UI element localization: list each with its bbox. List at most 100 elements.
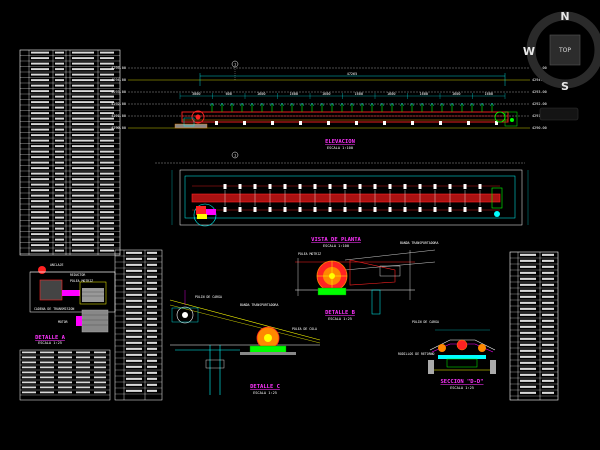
table-cell-text <box>542 259 554 262</box>
wcs-menu-button[interactable] <box>539 107 579 121</box>
label-reductor: REDUCTOR <box>70 273 85 277</box>
table-cell-text <box>76 371 90 374</box>
compass-north[interactable]: N <box>560 10 569 23</box>
table-cell-text <box>100 101 114 104</box>
table-cell-text <box>22 391 36 394</box>
table-cell-text <box>22 386 36 389</box>
idler-head <box>299 102 305 107</box>
table-cell-text <box>520 367 536 370</box>
table-cell-text <box>147 311 157 314</box>
table-cell-text <box>72 227 94 230</box>
table-cell-text <box>126 335 142 338</box>
idler-head <box>219 102 225 107</box>
plan-idler-bottom <box>373 207 377 212</box>
label-cadena: CADENA DE TRANSMISION <box>34 307 74 311</box>
table-cell-text <box>72 211 94 214</box>
table-cell-text <box>147 275 157 278</box>
detail-c: POLIN DE CARGA BANDA TRANSPORTADORA POLE… <box>169 290 321 395</box>
elevation-level-right: 4292.00 <box>532 102 547 106</box>
table-cell-text <box>76 386 90 389</box>
table-cell-text <box>126 329 142 332</box>
table-cell-text <box>55 139 64 142</box>
section-dd-title: SECCION "D-D" <box>440 379 483 385</box>
table-cell-text <box>72 205 94 208</box>
table-cell-text <box>72 112 94 115</box>
table-cell-text <box>55 51 64 54</box>
table-cell-text <box>147 365 157 368</box>
table-cell-text <box>31 112 49 115</box>
table-cell-text <box>542 307 554 310</box>
table-cell-text <box>55 117 64 120</box>
support-leg <box>215 121 218 125</box>
plan-idler-top <box>253 184 257 189</box>
overall-dimension: 47265 <box>347 72 358 76</box>
table-cell-text <box>542 349 554 352</box>
segment-dimension: 1600 <box>420 92 428 96</box>
plan-idler-bottom <box>298 207 302 212</box>
table-cell-text <box>72 57 94 60</box>
table-cell-text <box>126 281 142 284</box>
table-cell-text <box>40 376 54 379</box>
table-cell-text <box>72 183 94 186</box>
table-cell-text <box>55 200 64 203</box>
table-cell-text <box>542 391 554 394</box>
table-cell-text <box>100 183 114 186</box>
table-cell-text <box>55 101 64 104</box>
elevation-title: ELEVACION <box>325 139 355 145</box>
table-cell-text <box>100 211 114 214</box>
table-cell-text <box>100 123 114 126</box>
plan-idler-top <box>298 184 302 189</box>
table-cell-text <box>100 156 114 159</box>
table-cell-text <box>100 233 114 236</box>
support-leg <box>495 121 498 125</box>
table-cell-text <box>40 386 54 389</box>
table-cell-text <box>55 150 64 153</box>
table-cell-text <box>126 299 142 302</box>
table-cell-text <box>31 183 49 186</box>
plan-idler-bottom <box>283 207 287 212</box>
table-cell-text <box>147 323 157 326</box>
label-polea-cola: POLEA DE COLA <box>292 327 317 331</box>
table-cell-text <box>520 307 536 310</box>
support-leg <box>355 121 358 125</box>
idler-head <box>329 102 335 107</box>
table-cell-text <box>126 365 142 368</box>
viewcube-navigation[interactable]: TOP N S W <box>523 10 600 121</box>
table-cell-text <box>40 351 54 354</box>
table-cell-text <box>72 161 94 164</box>
plan-marker: 1 <box>234 154 236 158</box>
table-cell-text <box>542 331 554 334</box>
table-cell-text <box>100 200 114 203</box>
table-cell-text <box>520 355 536 358</box>
plan-view: 1 <box>155 151 529 227</box>
table-cell-text <box>520 295 536 298</box>
table-cell-text <box>55 238 64 241</box>
table-cell-text <box>31 244 49 247</box>
plan-idler-top <box>373 184 377 189</box>
viewcube-top-face[interactable] <box>549 34 581 66</box>
table-cell-text <box>40 356 54 359</box>
table-cell-text <box>542 337 554 340</box>
table-cell-text <box>94 376 106 379</box>
table-cell-text <box>55 68 64 71</box>
table-cell-text <box>22 381 36 384</box>
table-cell-text <box>147 383 157 386</box>
table-cell-text <box>520 301 536 304</box>
table-cell-text <box>520 391 536 394</box>
idler-head <box>269 102 275 107</box>
compass-ring[interactable] <box>526 11 600 89</box>
compass-west[interactable]: W <box>523 45 535 58</box>
table-cell-text <box>31 139 49 142</box>
support-leg <box>383 121 386 125</box>
compass-south[interactable]: S <box>561 80 569 93</box>
segment-dimension: 600 <box>226 92 232 96</box>
label-anclaje: ANCLAJE <box>50 263 64 267</box>
table-cell-text <box>126 251 142 254</box>
table-cell-text <box>542 367 554 370</box>
table-cell-text <box>72 216 94 219</box>
table-cell-text <box>72 233 94 236</box>
table-cell-text <box>542 373 554 376</box>
table-cell-text <box>100 161 114 164</box>
table-cell-text <box>72 95 94 98</box>
